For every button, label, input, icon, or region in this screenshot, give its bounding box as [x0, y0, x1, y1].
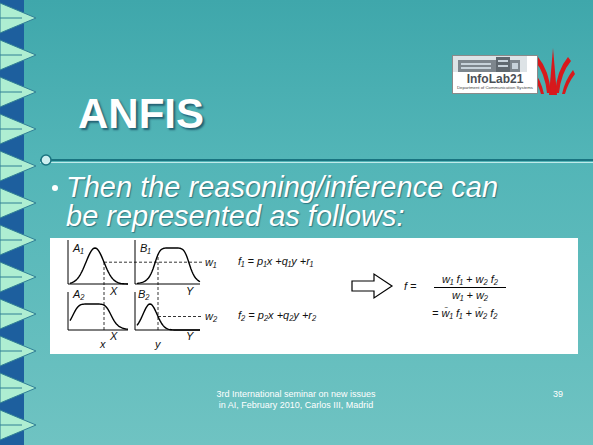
formula-text: = w̄₁ f₁ + w̄₂ f₂ [432, 308, 497, 319]
fuzzy-set-label: A₁ [73, 243, 84, 254]
bullet-text: Then the reasoning/inference can be repr… [66, 173, 516, 231]
title-rule [40, 159, 593, 161]
firing-level-line [104, 262, 203, 263]
logo-box: InfoLab21Department of Communication Sys… [452, 55, 538, 94]
input-value-label: y [155, 339, 161, 350]
input-value-label: x [100, 339, 106, 350]
input-guide-line [104, 262, 105, 330]
fuzzy-set-label: A₂ [73, 289, 85, 300]
rule-output-formula: f₁ = p₁x +q₁y +r₁ [238, 256, 313, 267]
axis-label: X [110, 331, 117, 342]
rule-output-formula: f₂ = p₂x +q₂y +r₂ [238, 310, 316, 321]
rule-ornament [41, 155, 51, 165]
implication-arrow [352, 274, 392, 298]
crest-wing [555, 57, 571, 93]
firing-level-line [158, 316, 203, 317]
firing-strength-label: w₁ [205, 257, 216, 268]
title-rule-light [40, 162, 593, 163]
axis-label: Y [186, 286, 193, 297]
firing-strength-label: w₂ [205, 311, 217, 322]
axis-label: Y [186, 331, 193, 342]
membership-curve [70, 304, 128, 329]
figure-panel [50, 238, 578, 354]
fraction-bar [434, 287, 506, 288]
formula-text: f = [404, 281, 417, 292]
binding-chevrons [0, 0, 40, 445]
page-number: 39 [553, 390, 563, 399]
input-guide-line [158, 255, 159, 331]
fraction-numerator: w₁ f₁ + w₂ f₂ [442, 274, 498, 285]
logo-subtitle: Department of Communication Systems [457, 86, 533, 91]
fraction-denominator: w₁ + w₂ [452, 290, 488, 301]
slide-footer: 3rd International seminar on new issues … [215, 389, 378, 412]
axis-label: X [110, 286, 117, 297]
fuzzy-set-label: B₂ [138, 289, 150, 300]
membership-curve [137, 304, 200, 330]
bullet-dot [52, 185, 58, 191]
logo-name: InfoLab21 [467, 73, 524, 86]
fuzzy-set-label: B₁ [140, 243, 151, 254]
crest-wing [562, 70, 575, 94]
slide-title: ANFIS [78, 93, 204, 135]
